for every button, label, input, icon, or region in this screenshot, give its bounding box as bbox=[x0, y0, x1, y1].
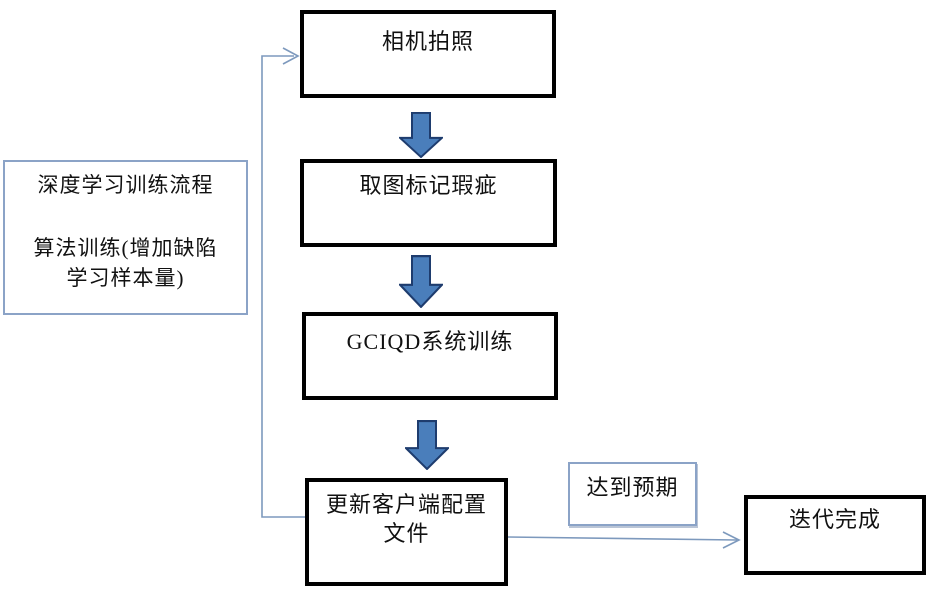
down-block-arrow-icon bbox=[399, 255, 443, 308]
node-update-client-config: 更新客户端配置 文件 bbox=[305, 478, 508, 586]
note-training-process-line1: 深度学习训练流程 bbox=[37, 173, 214, 197]
node-mark-defects-label: 取图标记瑕疵 bbox=[359, 173, 498, 198]
down-block-arrow-icon bbox=[399, 112, 443, 158]
note-training-process: 深度学习训练流程 算法训练(增加缺陷 学习样本量) bbox=[3, 160, 248, 315]
result-connector-line bbox=[507, 536, 738, 541]
node-iteration-complete-label: 迭代完成 bbox=[788, 507, 881, 532]
down-block-arrow-icon bbox=[405, 420, 449, 470]
node-system-training: GCIQD系统训练 bbox=[302, 312, 558, 400]
note-training-process-line2: 算法训练(增加缺陷 bbox=[33, 236, 218, 260]
feedback-arrowhead-icon bbox=[282, 47, 300, 65]
result-arrowhead-icon bbox=[722, 531, 741, 549]
note-training-process-line3: 学习样本量) bbox=[66, 266, 185, 290]
feedback-connector-line bbox=[261, 55, 305, 518]
node-mark-defects: 取图标记瑕疵 bbox=[300, 159, 557, 247]
node-camera-capture: 相机拍照 bbox=[300, 10, 556, 98]
node-update-client-config-label-line1: 更新客户端配置 bbox=[325, 492, 487, 517]
edge-label-expectation-met-text: 达到预期 bbox=[586, 475, 679, 500]
node-camera-capture-label: 相机拍照 bbox=[381, 29, 474, 54]
edge-label-expectation-met: 达到预期 bbox=[568, 462, 697, 526]
node-iteration-complete: 迭代完成 bbox=[744, 495, 926, 575]
node-system-training-label: GCIQD系统训练 bbox=[346, 329, 514, 354]
node-update-client-config-label-line2: 文件 bbox=[383, 521, 430, 546]
